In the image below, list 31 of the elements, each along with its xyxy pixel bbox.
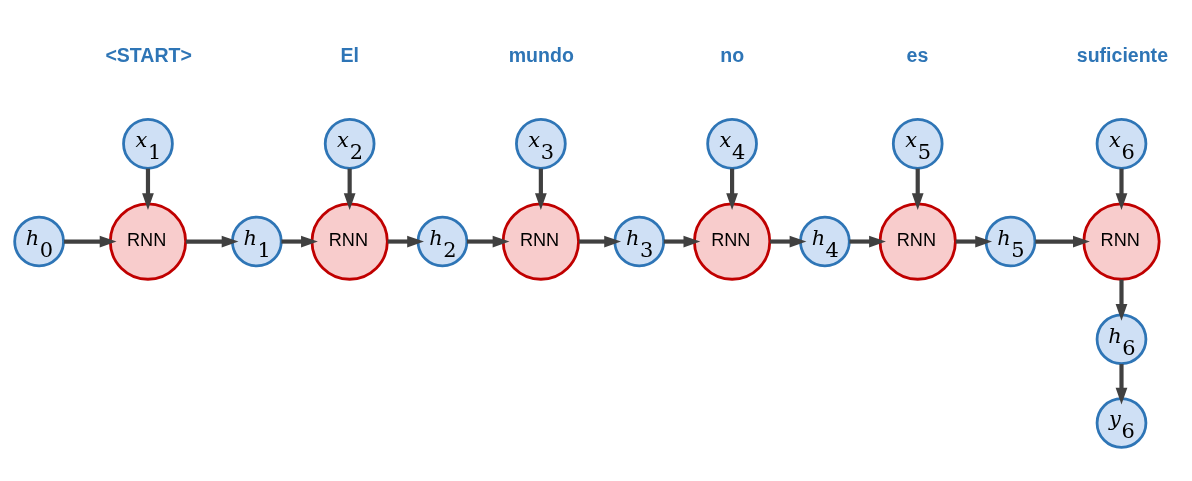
arrow xyxy=(142,168,154,211)
arrow xyxy=(663,235,701,248)
node-circle: RNN xyxy=(1082,202,1161,281)
arrow xyxy=(770,235,807,248)
arrow xyxy=(955,235,993,248)
node-label: El xyxy=(340,44,360,67)
arrow xyxy=(1115,279,1128,321)
node-label: mundo xyxy=(508,44,574,67)
node-label: es xyxy=(906,44,929,67)
arrow xyxy=(578,235,622,248)
node-circle: RNN xyxy=(108,202,188,281)
arrow xyxy=(1115,168,1128,211)
arrow xyxy=(281,235,318,248)
arrow xyxy=(1035,235,1090,248)
node-circle: RNN xyxy=(501,202,580,281)
arrow xyxy=(849,235,886,248)
arrow xyxy=(911,168,924,211)
arrow xyxy=(1115,364,1128,405)
arrow xyxy=(726,168,738,211)
arrow xyxy=(185,235,239,248)
arrow xyxy=(387,235,424,248)
arrow xyxy=(64,235,117,248)
node-circle: RNN xyxy=(310,202,389,281)
node-circle: RNN xyxy=(693,202,772,281)
arrow xyxy=(467,235,510,248)
node-circle: RNN xyxy=(878,202,957,281)
node-label: suficiente xyxy=(1076,44,1168,67)
node-label: <START> xyxy=(105,44,192,67)
arrow xyxy=(535,168,547,211)
node-label: no xyxy=(720,44,745,67)
arrow xyxy=(343,168,356,211)
